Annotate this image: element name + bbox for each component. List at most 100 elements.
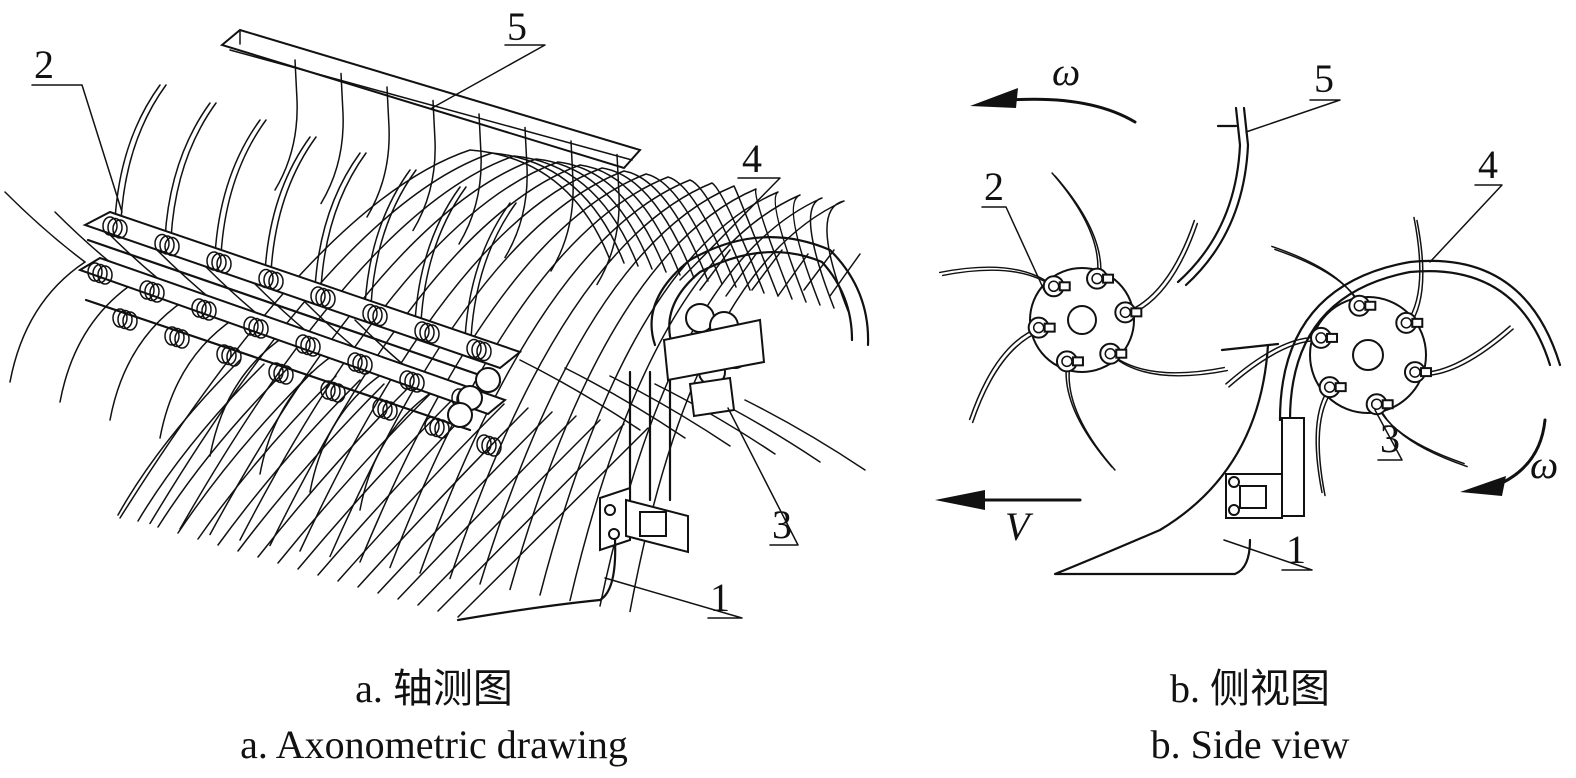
rotor-tine (1315, 386, 1331, 494)
arched-grid-bars (119, 149, 870, 613)
arch-web (725, 253, 757, 297)
lower-tine (117, 359, 241, 516)
spring-tine-lower (159, 317, 236, 439)
arch-bar (179, 155, 639, 530)
velocity-label: V (1005, 504, 1034, 549)
caption-cn-a: a. 轴测图 (355, 666, 513, 711)
spring-coil (268, 362, 284, 382)
lower-tine (137, 363, 265, 522)
spring-coil (102, 216, 118, 236)
rotation-arrow-top: ω (970, 49, 1137, 124)
arch-bar (509, 188, 793, 591)
lower-tine (157, 367, 289, 528)
clamp-bolt (1115, 348, 1128, 359)
spring-tine (264, 136, 311, 273)
spring-tine (414, 186, 461, 323)
spring-coil (278, 365, 294, 385)
lower-tine (257, 387, 409, 558)
clamp-bolt (1058, 281, 1071, 292)
rotor-tine-edge (1378, 406, 1468, 468)
shaft-end (475, 367, 501, 393)
lower-tine (197, 375, 337, 540)
clamp-bolt (1411, 317, 1424, 328)
spring-coil (112, 308, 128, 328)
spring-coil (154, 233, 170, 254)
arch-bar (599, 197, 835, 607)
tine-shaft-frame (77, 210, 523, 432)
spring-coil (263, 270, 279, 290)
top-mounting-bar (219, 28, 642, 170)
spring-coil (97, 265, 113, 285)
spring-coil (248, 317, 264, 338)
spring-coils (87, 216, 502, 457)
spring-tine-back (4, 191, 86, 263)
shaft-end (447, 402, 473, 428)
rotor-tine (1051, 172, 1099, 280)
clamp-bolt (1419, 367, 1432, 378)
spring-coil (295, 334, 311, 354)
spring-coil (211, 252, 227, 273)
spring-tine-lower (209, 335, 286, 457)
spring-coil (221, 345, 237, 366)
spring-coil (476, 434, 492, 454)
spring-coil (362, 303, 378, 324)
arch-bar-side (1278, 259, 1562, 422)
rotation-arrow-bottom: ω (1460, 418, 1558, 496)
label-2-b: 2 (984, 164, 1004, 209)
mounting-post (456, 370, 689, 622)
spring-coil (471, 340, 487, 360)
spring-coil (226, 347, 242, 367)
hang-rod (596, 153, 620, 286)
spring-tine-lower (9, 261, 86, 383)
arch-web (829, 253, 861, 297)
right-rotor-clamps (1310, 294, 1432, 416)
omega-top: ω (1052, 49, 1080, 94)
spring-coil (372, 306, 388, 327)
label-4-b: 4 (1478, 142, 1498, 187)
spring-coil (117, 309, 133, 330)
rotor-tine (1124, 219, 1196, 314)
arch-web (699, 249, 731, 291)
spring-tine-edge (270, 136, 317, 273)
spring-tine-lower (109, 299, 186, 421)
clamp-bolt (1071, 356, 1084, 367)
clamp-bolt (1130, 307, 1143, 318)
spring-coil (434, 419, 450, 439)
spring-coil (159, 235, 175, 255)
arch-bar-end-inner (668, 250, 854, 347)
spring-tine (164, 102, 211, 239)
leader-lines-b (981, 99, 1503, 571)
spring-tine-right (564, 367, 686, 439)
spring-tine-edge (320, 152, 367, 289)
spring-coil (330, 383, 346, 403)
spring-coil (424, 416, 440, 436)
hang-rod (504, 126, 528, 259)
spring-coil (399, 370, 415, 390)
spring-coil (310, 286, 326, 306)
spring-coil (273, 363, 289, 384)
spring-tine (114, 84, 161, 221)
lower-tine (337, 403, 505, 582)
spring-coil (424, 324, 440, 344)
spring-coil (107, 217, 123, 238)
spring-tine-edge (470, 202, 517, 339)
spring-tine (364, 169, 411, 306)
hang-rod (274, 59, 298, 191)
label-5-b: 5 (1314, 56, 1334, 101)
arch-bar (299, 167, 695, 552)
rotor-tine-edge (1127, 222, 1199, 317)
spring-coil (268, 271, 284, 292)
lower-tine (357, 407, 529, 588)
spring-coil (409, 373, 425, 393)
left-tine-rotor (938, 172, 1229, 471)
arch-bar (239, 161, 667, 541)
caption-en-b: b. Side view (1151, 722, 1350, 767)
label-5-a: 5 (507, 4, 527, 49)
clamp-bolt (1326, 332, 1339, 343)
clamp-bolt (1102, 273, 1115, 284)
spring-coil (92, 263, 108, 284)
lower-tine (417, 419, 601, 606)
spring-coil (191, 298, 207, 318)
spring-coil (243, 316, 259, 336)
